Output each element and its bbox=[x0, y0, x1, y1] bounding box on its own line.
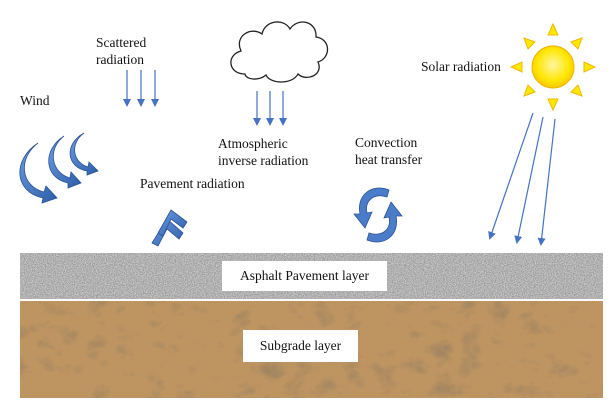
atmospheric-radiation-label-line-2: inverse radiation bbox=[218, 153, 309, 168]
atmospheric-radiation-label-line-1: Atmospheric bbox=[218, 136, 288, 151]
solar-radiation-label: Solar radiation bbox=[421, 59, 501, 74]
convection-label: Convection heat transfer bbox=[355, 134, 422, 168]
wind-icon bbox=[19, 132, 99, 204]
cloud-icon bbox=[230, 21, 329, 83]
pavement-radiation-icon bbox=[151, 209, 188, 247]
asphalt-layer-label: Asphalt Pavement layer bbox=[222, 261, 387, 291]
scattered-radiation-label: Scattered radiation bbox=[96, 34, 146, 68]
convection-label-line-1: Convection bbox=[355, 135, 418, 150]
solar-radiation-arrows bbox=[488, 112, 556, 246]
convection-cycle-icon bbox=[353, 187, 403, 243]
pavement-radiation-label: Pavement radiation bbox=[140, 176, 245, 191]
scattered-radiation-label-line-1: Scattered bbox=[96, 35, 147, 50]
convection-label-line-2: heat transfer bbox=[355, 152, 423, 167]
sun-icon bbox=[509, 22, 597, 112]
atmospheric-radiation-label: Atmospheric inverse radiation bbox=[218, 135, 308, 169]
scattered-radiation-label-line-2: radiation bbox=[96, 52, 144, 67]
subgrade-layer-label: Subgrade layer bbox=[243, 330, 358, 362]
wind-label: Wind bbox=[20, 93, 50, 108]
scattered-radiation-arrows bbox=[123, 70, 159, 107]
atmospheric-radiation-arrows bbox=[253, 91, 287, 126]
